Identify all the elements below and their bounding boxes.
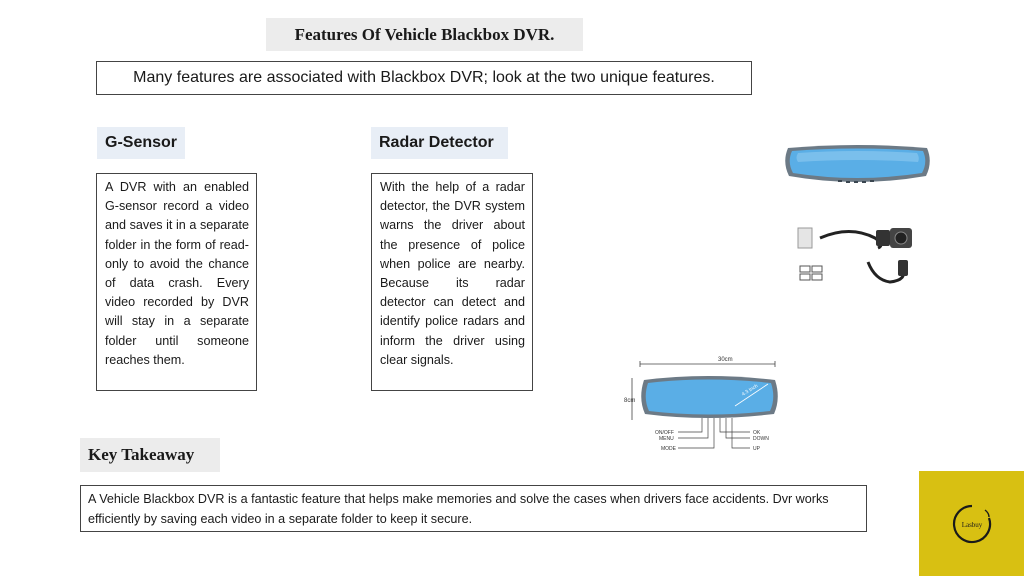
page-title: Features Of Vehicle Blackbox DVR. bbox=[266, 18, 583, 51]
ok-button-label: OK bbox=[753, 430, 761, 436]
intro-text: Many features are associated with Blackb… bbox=[96, 61, 752, 95]
key-takeaway-text: A Vehicle Blackbox DVR is a fantastic fe… bbox=[80, 485, 867, 532]
up-button-label: UP bbox=[753, 446, 761, 452]
onoff-button-label: ON/OFF bbox=[655, 430, 674, 436]
logo-text: Lasbuy bbox=[962, 521, 983, 529]
gsensor-heading: G-Sensor bbox=[97, 127, 185, 159]
menu-button-label: MENU bbox=[659, 436, 674, 442]
logo-panel bbox=[919, 471, 1024, 576]
mode-button-label: MODE bbox=[661, 446, 677, 452]
mirror-dvr-image bbox=[785, 145, 930, 183]
height-label: 8cm bbox=[624, 398, 635, 404]
key-takeaway-heading: Key Takeaway bbox=[80, 438, 220, 472]
down-button-label: DOWN bbox=[753, 436, 769, 442]
dvr-dimension-diagram: 30cm 8cm 4.3 Inch ON/OFF MENU MODE OK DO… bbox=[624, 357, 778, 452]
accessories-image bbox=[797, 227, 912, 284]
lasbuy-logo: Lasbuy bbox=[952, 504, 992, 544]
width-label: 30cm bbox=[718, 357, 733, 363]
radar-description: With the help of a radar detector, the D… bbox=[371, 173, 533, 391]
radar-heading: Radar Detector bbox=[371, 127, 508, 159]
gsensor-description: A DVR with an enabled G-sensor record a … bbox=[96, 173, 257, 391]
